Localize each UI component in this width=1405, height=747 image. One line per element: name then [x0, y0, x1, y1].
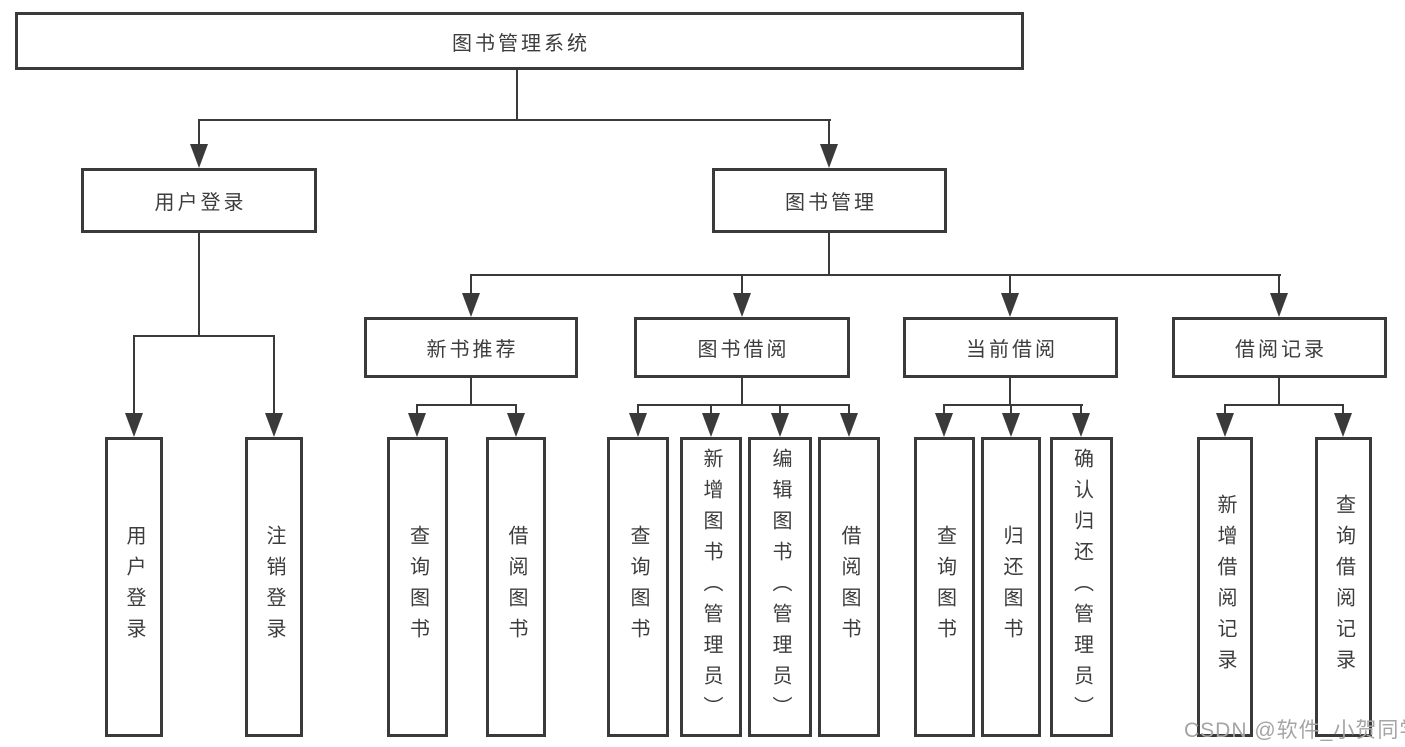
connector-line: [470, 274, 1281, 276]
connector-line: [828, 119, 830, 147]
connector-line: [943, 404, 945, 418]
node-book-management: 图书管理: [712, 168, 947, 233]
arrow-down-icon: [771, 413, 789, 437]
leaf-label: 用户登录: [123, 525, 145, 649]
connector-line: [1224, 404, 1344, 406]
leaf-label: 借阅图书: [838, 525, 860, 649]
arrow-down-icon: [702, 413, 720, 437]
connector-line: [198, 119, 200, 147]
leaf-label: 查询图书: [933, 525, 956, 649]
leaf-query-borrow-record: 查询借阅记录: [1315, 437, 1372, 737]
leaf-label: 查询图书: [406, 525, 429, 649]
leaf-confirm-return-admin: 确认归还（管理员）: [1050, 437, 1113, 737]
node-new-book-recommendation: 新书推荐: [364, 317, 578, 378]
connector-line: [416, 404, 418, 418]
leaf-query-books-recommend: 查询图书: [387, 437, 448, 737]
leaf-label: 查询借阅记录: [1332, 494, 1355, 680]
node-current-borrowing: 当前借阅: [903, 317, 1118, 378]
connector-line: [779, 404, 781, 418]
connector-line: [944, 404, 1083, 406]
connector-line: [637, 404, 850, 406]
connector-line: [741, 274, 743, 296]
connector-line: [1009, 274, 1011, 296]
connector-line: [1010, 404, 1012, 418]
arrow-down-icon: [840, 413, 858, 437]
connector-line: [417, 404, 517, 406]
watermark-text: CSDN @软件_小贺同学: [1184, 719, 1405, 742]
arrow-down-icon: [1002, 413, 1020, 437]
arrow-down-icon: [125, 413, 143, 437]
connector-line: [637, 404, 639, 418]
leaf-add-book-admin: 新增图书（管理员）: [680, 437, 742, 737]
connector-line: [1009, 378, 1011, 405]
arrow-down-icon: [935, 413, 953, 437]
arrow-down-icon: [733, 293, 751, 317]
leaf-query-books-current: 查询图书: [914, 437, 975, 737]
node-borrowing-records: 借阅记录: [1172, 317, 1387, 378]
connector-line: [1080, 404, 1082, 418]
connector-line: [273, 335, 275, 417]
connector-line: [710, 404, 712, 418]
connector-line: [828, 233, 830, 276]
arrow-down-icon: [1216, 413, 1234, 437]
arrow-down-icon: [820, 144, 838, 168]
connector-line: [848, 404, 850, 418]
connector-line: [133, 335, 275, 337]
connector-line: [133, 335, 135, 417]
leaf-label: 注销登录: [263, 525, 285, 649]
leaf-borrow-books-borrowing: 借阅图书: [818, 437, 880, 737]
leaf-label: 编辑图书（管理员）: [769, 447, 791, 727]
arrow-down-icon: [1334, 413, 1352, 437]
leaf-borrow-books-recommend: 借阅图书: [486, 437, 546, 737]
arrow-down-icon: [190, 144, 208, 168]
node-library-management-system: 图书管理系统: [15, 12, 1024, 70]
leaf-logout: 注销登录: [245, 437, 303, 737]
connector-line: [1278, 274, 1280, 296]
leaf-label: 查询图书: [627, 525, 649, 649]
arrow-down-icon: [265, 413, 283, 437]
leaf-add-borrow-record: 新增借阅记录: [1197, 437, 1253, 737]
node-user-login: 用户登录: [81, 168, 317, 233]
connector-line: [470, 274, 472, 296]
connector-line: [198, 233, 200, 337]
node-book-borrowing: 图书借阅: [634, 317, 850, 378]
leaf-label: 确认归还（管理员）: [1070, 447, 1093, 727]
connector-line: [1224, 404, 1226, 418]
leaf-user-login: 用户登录: [105, 437, 163, 737]
arrow-down-icon: [1072, 413, 1090, 437]
arrow-down-icon: [629, 413, 647, 437]
arrow-down-icon: [1270, 293, 1288, 317]
connector-line: [741, 378, 743, 405]
leaf-label: 新增借阅记录: [1214, 494, 1236, 680]
leaf-label: 借阅图书: [505, 525, 527, 649]
connector-line: [515, 404, 517, 418]
leaf-label: 归还图书: [1000, 525, 1022, 649]
leaf-edit-book-admin: 编辑图书（管理员）: [748, 437, 812, 737]
leaf-label: 新增图书（管理员）: [700, 447, 722, 727]
connector-line: [198, 119, 831, 121]
arrow-down-icon: [507, 413, 525, 437]
connector-line: [1278, 378, 1280, 405]
arrow-down-icon: [1001, 293, 1019, 317]
connector-line: [1342, 404, 1344, 418]
arrow-down-icon: [462, 293, 480, 317]
connector-line: [516, 70, 518, 121]
connector-line: [470, 378, 472, 405]
leaf-query-books-borrowing: 查询图书: [607, 437, 669, 737]
arrow-down-icon: [408, 413, 426, 437]
leaf-return-book: 归还图书: [981, 437, 1041, 737]
